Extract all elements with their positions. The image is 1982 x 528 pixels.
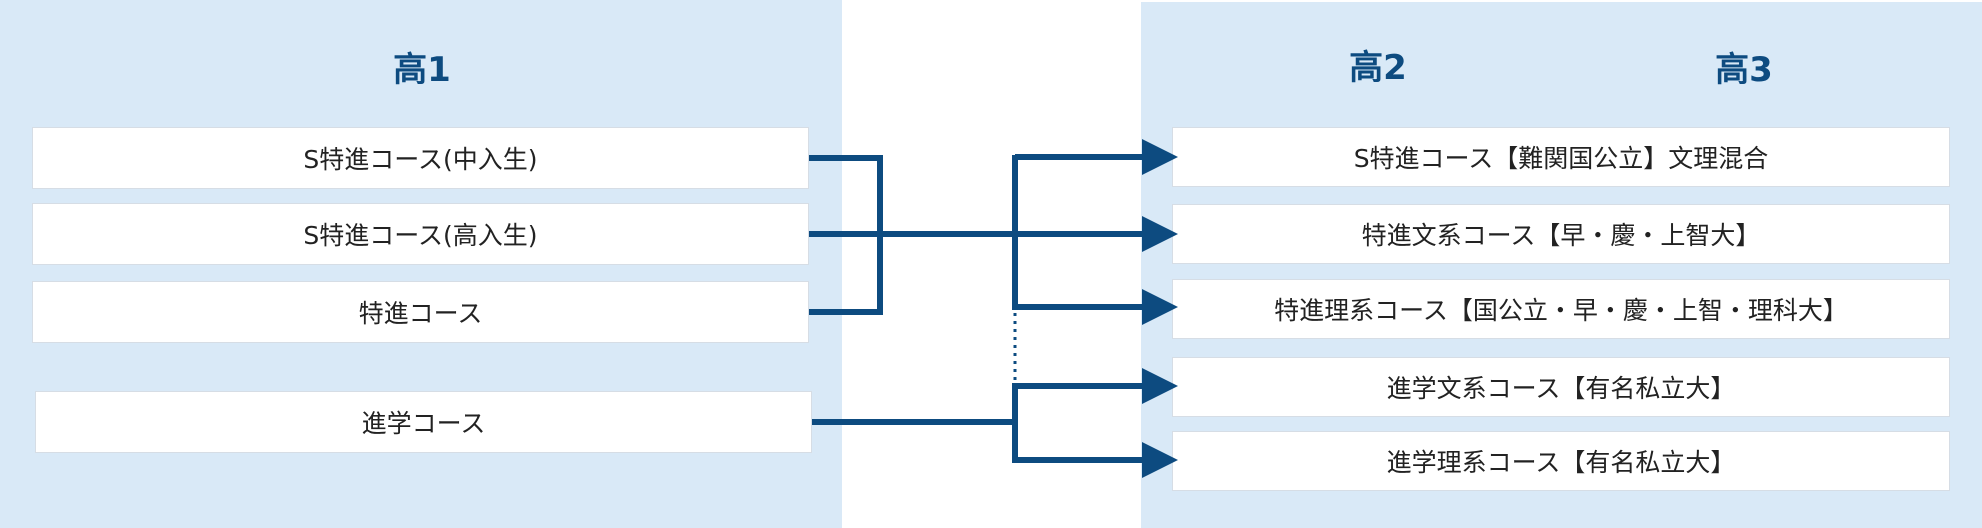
course-tokushin-humanities: 特進文系コース【早・慶・上智大】: [1172, 204, 1950, 264]
course-shingaku-humanities: 進学文系コース【有名私立大】: [1172, 357, 1950, 417]
course-shingaku-sciences: 進学理系コース【有名私立大】: [1172, 431, 1950, 491]
grade-2-heading: 高2: [1349, 48, 1407, 88]
course-s-tokushin-junior-entry: S特進コース(中入生): [32, 127, 809, 189]
grade-3-heading: 高3: [1715, 50, 1773, 90]
grade-1-heading: 高1: [393, 50, 451, 90]
course-tokushin-sciences: 特進理系コース【国公立・早・慶・上智・理科大】: [1172, 279, 1950, 339]
course-s-tokushin-high-entry: S特進コース(高入生): [32, 203, 809, 265]
course-shingaku: 進学コース: [35, 391, 812, 453]
course-s-tokushin-national: S特進コース【難関国公立】文理混合: [1172, 127, 1950, 187]
course-tokushin: 特進コース: [32, 281, 809, 343]
